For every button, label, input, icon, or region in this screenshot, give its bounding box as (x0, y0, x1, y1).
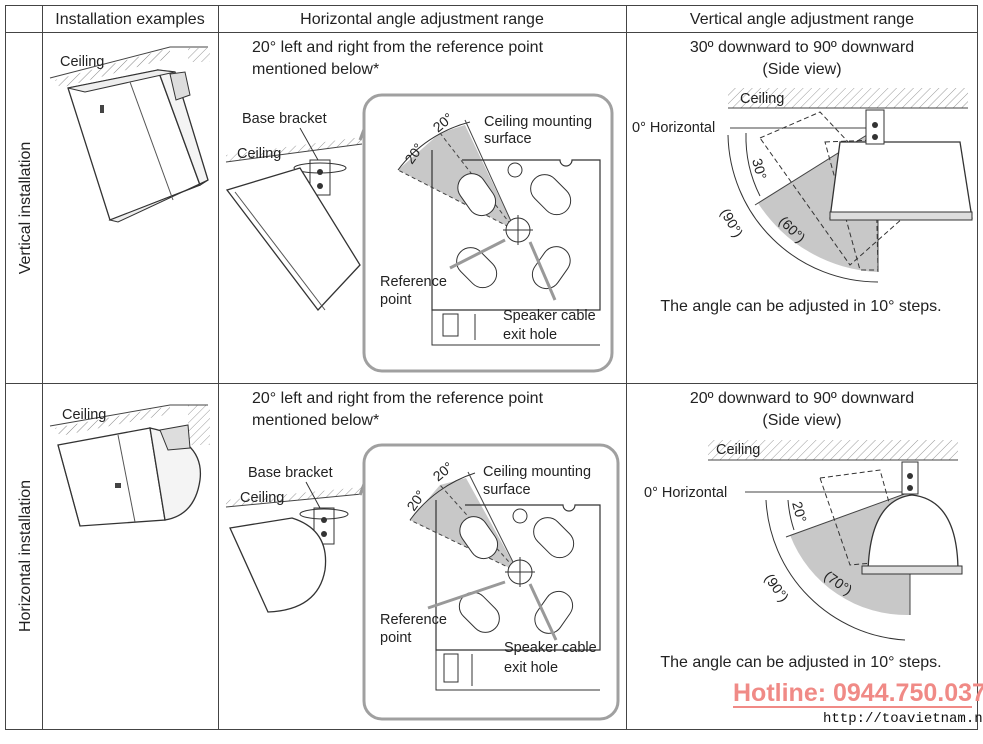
total-angle-label: (90°) (762, 571, 793, 605)
row-label-horizontal: Horizontal installation (17, 480, 34, 632)
table-grid (5, 5, 978, 730)
steps-text: The angle can be adjusted in 10° steps. (660, 298, 941, 315)
horizontal-range-text-line2: mentioned below* (252, 61, 379, 78)
min-angle-label: 20° (789, 500, 810, 525)
vertical-angle-diagram-1: Ceiling 0° Horizontal 30° (90°) (60°) (632, 88, 973, 283)
ceiling-mounting-label-line2: surface (483, 482, 531, 498)
total-angle-label: (90°) (717, 206, 746, 240)
reference-point-label-line1: Reference (380, 612, 447, 628)
horizontal-range-text-line1: 20° left and right from the reference po… (252, 39, 544, 56)
website-link[interactable]: http://toavietnam.net (823, 711, 983, 727)
ceiling-mounting-label-line1: Ceiling mounting (484, 114, 592, 130)
ceiling-label: Ceiling (62, 407, 106, 423)
reference-point-label-line2: point (380, 292, 411, 308)
hotline-text: Hotline: 0944.750.037 (733, 679, 983, 707)
vertical-range-text-line1: 30º downward to 90º downward (690, 39, 914, 56)
speaker-cable-label-line1: Speaker cable (503, 308, 596, 324)
vertical-range-text-line2: (Side view) (762, 61, 841, 78)
row-label-vertical: Vertical installation (17, 142, 34, 275)
speaker-cable-label-line2: exit hole (504, 660, 558, 676)
base-bracket-label: Base bracket (248, 465, 333, 481)
vertical-range-text-line2: (Side view) (762, 412, 841, 429)
speaker-cable-label-line2: exit hole (503, 327, 557, 343)
min-angle-label: 30° (749, 157, 770, 182)
bracket-callout: 20° 20° Ceiling mounting surface Referen… (362, 93, 614, 373)
steps-text: The angle can be adjusted in 10° steps. (660, 654, 941, 671)
vertical-installation-illustration: Ceiling (49, 46, 210, 223)
vertical-range-text-line1: 20º downward to 90º downward (690, 390, 914, 407)
zero-horizontal-label: 0° Horizontal (644, 485, 727, 501)
header-horizontal-range: Horizontal angle adjustment range (300, 11, 544, 28)
horizontal-range-text-line2: mentioned below* (252, 412, 379, 429)
ceiling-label: Ceiling (740, 91, 784, 107)
horizontal-installation-illustration: Ceiling (49, 404, 210, 527)
bracket-callout: 20° 20° Ceiling mounting surface Referen… (362, 443, 620, 721)
ceiling-label: Ceiling (240, 490, 284, 506)
reference-point-label-line1: Reference (380, 274, 447, 290)
ceiling-mounting-label-line1: Ceiling mounting (483, 464, 591, 480)
ceiling-label: Ceiling (716, 442, 760, 458)
header-installation-examples: Installation examples (55, 11, 204, 28)
reference-point-label-line2: point (380, 630, 411, 646)
ceiling-label: Ceiling (60, 54, 104, 70)
bracket-illustration: Ceiling Base bracket (225, 107, 374, 312)
ceiling-label: Ceiling (237, 146, 281, 162)
base-bracket-label: Base bracket (242, 111, 327, 127)
vertical-angle-diagram-2: Ceiling 0° Horizontal 20° (90°) (70°) (644, 440, 963, 641)
header-vertical-range: Vertical angle adjustment range (690, 11, 914, 28)
bracket-illustration: Ceiling Base bracket (225, 461, 374, 613)
speaker-cable-label-line1: Speaker cable (504, 640, 597, 656)
zero-horizontal-label: 0° Horizontal (632, 120, 715, 136)
horizontal-range-text-line1: 20° left and right from the reference po… (252, 390, 544, 407)
ceiling-mounting-label-line2: surface (484, 131, 532, 147)
